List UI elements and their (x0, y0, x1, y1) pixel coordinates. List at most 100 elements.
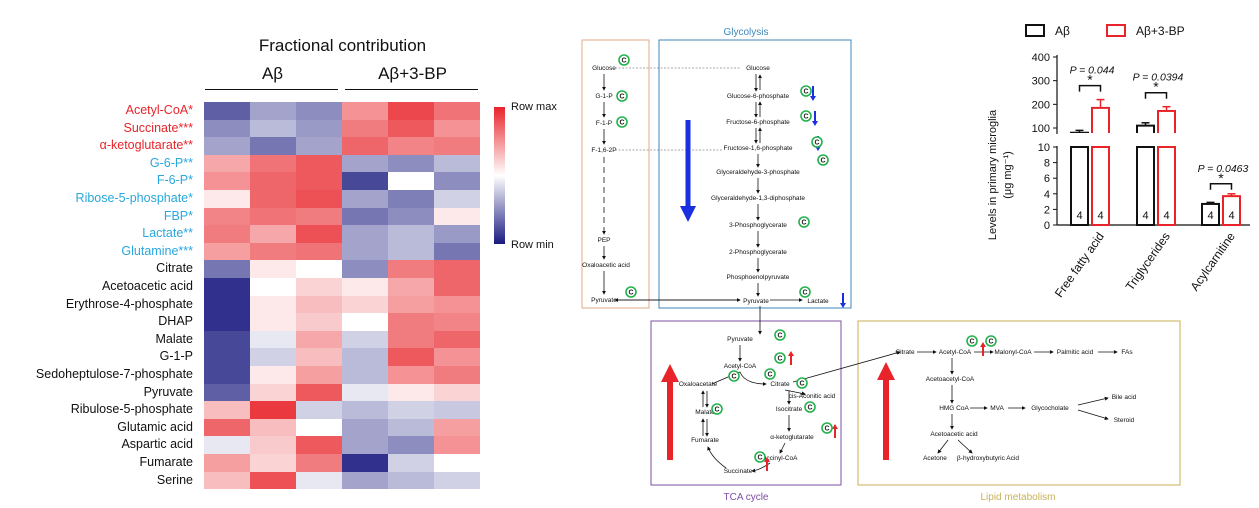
heatmap-cell (296, 119, 342, 138)
heatmap-cell (250, 313, 296, 331)
heatmap-cell (388, 348, 434, 366)
heatmap-cell (250, 260, 296, 278)
heatmap-cell (434, 313, 480, 331)
heatmap-cell (296, 207, 342, 226)
lipid-node-hydroxybutyric: β-hydroxybutyric Acid (957, 455, 1019, 462)
row-label: Glutamine*** (121, 243, 193, 258)
row-label: Serine (156, 472, 193, 487)
heatmap-cell (434, 418, 480, 437)
c-tag: C (804, 401, 816, 413)
bar-lower-part (1136, 146, 1155, 226)
heatmap-cell (342, 207, 388, 226)
c-tag: C (774, 329, 786, 341)
heatmap-cell (434, 207, 480, 226)
heatmap-cell (388, 471, 434, 490)
svg-text:C: C (799, 381, 804, 388)
heatmap-cell (388, 242, 434, 261)
heatmap-cell (388, 366, 434, 384)
heatmap-cell (388, 260, 434, 278)
svg-text:C: C (628, 290, 633, 297)
heatmap-cell (388, 154, 434, 173)
legend-swatch-ab-3bp (1106, 24, 1126, 37)
heatmap-cell (204, 207, 250, 226)
heatmap-cell (388, 295, 434, 314)
heatmap-cell (204, 313, 250, 331)
heatmap-cell (434, 471, 480, 490)
svg-text:C: C (814, 140, 819, 147)
c-tag: C (966, 335, 978, 347)
row-label: Acetyl-CoA* (125, 103, 193, 117)
c-tag: C (774, 352, 786, 364)
colorbar (494, 107, 505, 244)
heatmap-cell (434, 154, 480, 173)
c-tag: C (800, 110, 812, 122)
category-label: Free fatty acid (1052, 230, 1107, 300)
row-label: F-6-P* (156, 173, 193, 188)
heatmap-cell (296, 190, 342, 208)
heatmap-cell (204, 154, 250, 173)
significance-bracket (1144, 91, 1168, 99)
row-label: Sedoheptulose-7-phosphate (35, 367, 193, 381)
group-label-ab: Aβ (261, 64, 284, 83)
heatmap-cell (296, 383, 342, 402)
heatmap-cell (434, 330, 480, 349)
heatmap-cell (342, 436, 388, 454)
heatmap-title: Fractional contribution (258, 36, 427, 55)
tca-node-citrate: Citrate (770, 381, 790, 388)
row-label: Pyruvate (143, 384, 193, 399)
category-label: Triglycerides (1123, 230, 1173, 293)
bar-lower-part (1070, 146, 1089, 226)
row-label: Erythrose-4-phosphate (65, 296, 193, 311)
heatmap-cell (296, 295, 342, 314)
row-label: FBP* (163, 208, 193, 223)
heatmap-cell (204, 471, 250, 490)
small-up-arrow (980, 342, 986, 356)
big-down-arrow-glycolysis (680, 120, 696, 222)
heatmap-cell (388, 137, 434, 155)
heatmap-cell (250, 454, 296, 472)
heatmap-cell (204, 348, 250, 366)
heatmap-cell (250, 154, 296, 173)
heatmap-cell (434, 190, 480, 208)
heatmap-cell (296, 454, 342, 472)
heatmap-cell (250, 190, 296, 208)
colorbar-max-label: Row max (511, 101, 557, 113)
heatmap-cell (250, 119, 296, 138)
n-label: 4 (1228, 210, 1234, 222)
heatmap-cell (204, 119, 250, 138)
heatmap-cell (296, 172, 342, 190)
heatmap-cell (342, 471, 388, 490)
heatmap-cell (204, 436, 250, 454)
svg-text:C: C (969, 339, 974, 346)
heatmap-cell (250, 348, 296, 366)
c-tag: C (821, 422, 833, 434)
heatmap-cell (342, 401, 388, 419)
glyco-node-pep: Phosphoenolpyruvate (727, 274, 790, 281)
c-tag: C (616, 116, 628, 128)
heatmap-cell (204, 418, 250, 437)
c-tag: C (798, 216, 810, 228)
tca-node-succinylcoa: Succinyl-CoA (758, 455, 798, 462)
svg-text:C: C (803, 114, 808, 121)
heatmap-cell (250, 383, 296, 402)
heatmap-cell (388, 330, 434, 349)
heatmap-cell (388, 102, 434, 120)
heatmap-cell (342, 119, 388, 138)
bar (1091, 106, 1110, 135)
lipid-box (857, 320, 1181, 486)
glyco-node-ga3p: Glyceraldehyde-3-phosphate (716, 169, 800, 176)
heatmap-cell (250, 436, 296, 454)
lower-tick-label: 8 (1044, 158, 1050, 170)
svg-text:C: C (619, 94, 624, 101)
glyco-node-glucose: Glucose (746, 65, 770, 72)
lipid-node-mva: MVA (990, 405, 1004, 412)
heatmap-cell (204, 137, 250, 155)
heatmap-cell (388, 313, 434, 331)
heatmap-cell (434, 454, 480, 472)
heatmap-cell (342, 383, 388, 402)
small-up-arrow (832, 424, 838, 438)
heatmap-cell (296, 401, 342, 419)
tca-node-malate: Malate (695, 409, 715, 416)
